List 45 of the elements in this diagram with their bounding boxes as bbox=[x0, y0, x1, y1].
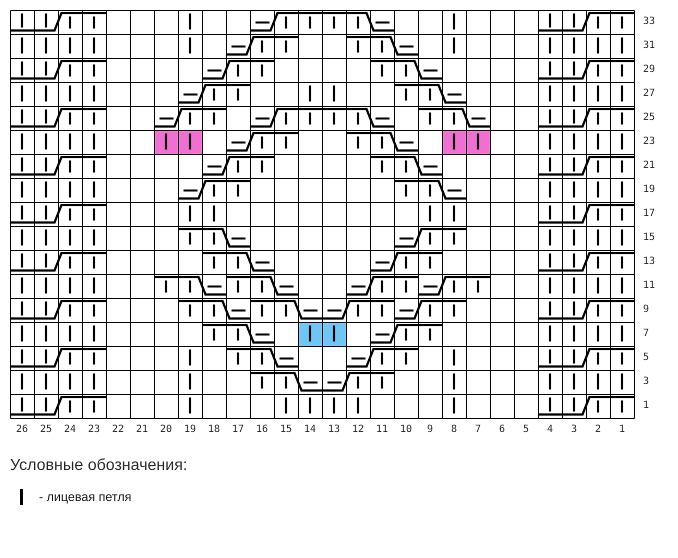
row-number: 3 bbox=[643, 376, 650, 388]
row-number: 21 bbox=[643, 160, 656, 172]
column-number: 17 bbox=[232, 424, 244, 436]
row-number: 15 bbox=[643, 232, 656, 244]
column-number: 3 bbox=[570, 424, 578, 436]
column-number: 1 bbox=[618, 424, 626, 436]
column-number: 22 bbox=[112, 424, 124, 436]
column-number: 24 bbox=[64, 424, 76, 436]
column-number: 23 bbox=[88, 424, 100, 436]
column-number: 9 bbox=[426, 424, 434, 436]
legend-label: - лицевая петля bbox=[39, 490, 132, 505]
row-number: 19 bbox=[643, 184, 656, 196]
column-number: 12 bbox=[352, 424, 364, 436]
column-number: 19 bbox=[184, 424, 196, 436]
row-number: 27 bbox=[643, 88, 656, 100]
row-number: 23 bbox=[643, 136, 656, 148]
row-number: 31 bbox=[643, 40, 656, 52]
column-number: 15 bbox=[280, 424, 292, 436]
row-number: 11 bbox=[643, 280, 656, 292]
row-number: 25 bbox=[643, 112, 656, 124]
column-number: 21 bbox=[136, 424, 148, 436]
column-number: 2 bbox=[594, 424, 602, 436]
row-number: 29 bbox=[643, 64, 656, 76]
row-number: 9 bbox=[643, 304, 650, 316]
column-number: 7 bbox=[474, 424, 482, 436]
column-number: 6 bbox=[498, 424, 506, 436]
column-number: 8 bbox=[450, 424, 458, 436]
column-number: 16 bbox=[256, 424, 268, 436]
row-number: 1 bbox=[643, 400, 650, 412]
column-number: 18 bbox=[208, 424, 220, 436]
legend-heading: Условные обозначения: bbox=[10, 457, 188, 475]
column-number: 10 bbox=[400, 424, 412, 436]
row-number: 33 bbox=[643, 16, 656, 28]
row-number: 13 bbox=[643, 256, 656, 268]
column-number: 4 bbox=[546, 424, 554, 436]
column-number: 14 bbox=[304, 424, 316, 436]
column-number: 5 bbox=[522, 424, 530, 436]
column-number: 11 bbox=[376, 424, 388, 436]
column-number: 26 bbox=[16, 424, 28, 436]
column-number: 13 bbox=[328, 424, 340, 436]
row-number: 5 bbox=[643, 352, 650, 364]
column-number: 25 bbox=[40, 424, 52, 436]
row-number: 7 bbox=[643, 328, 650, 340]
row-number: 17 bbox=[643, 208, 656, 220]
column-number: 20 bbox=[160, 424, 172, 436]
